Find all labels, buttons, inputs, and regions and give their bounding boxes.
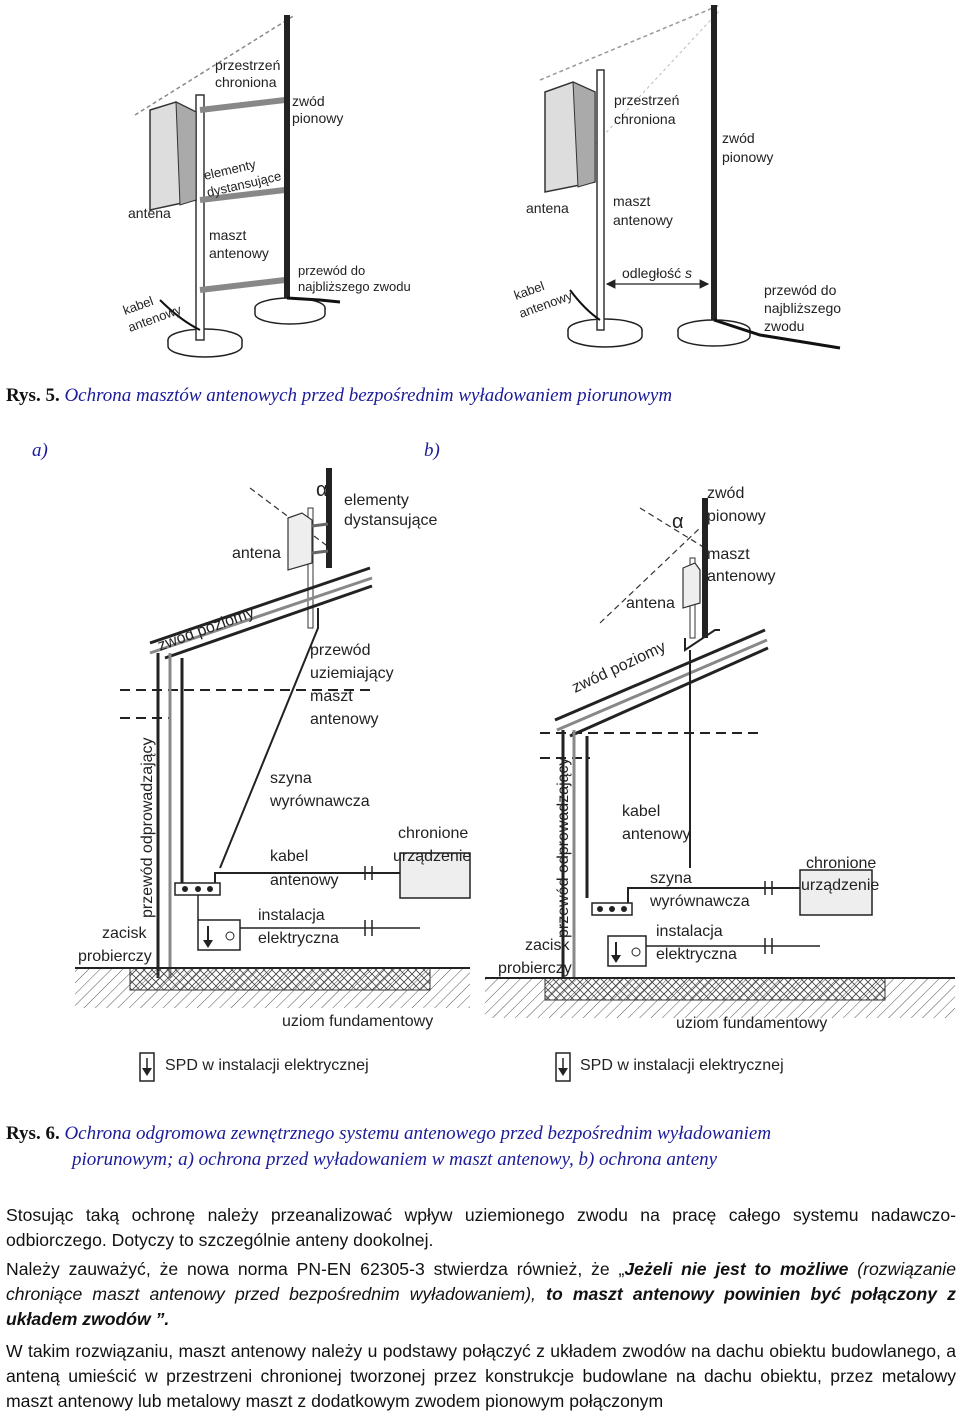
fig6b-maszt-1: maszt (707, 546, 750, 563)
fig5-left-drawing: przestrzeń chroniona zwód pionowy elemen… (121, 14, 411, 358)
fig6a-przewod-3: maszt (310, 688, 353, 705)
fig5-right-odleglosc-word: odległość (622, 265, 681, 281)
fig6a-przewod-4: antenowy (310, 711, 379, 728)
fig6a-szyna-2: wyrównawcza (269, 793, 370, 810)
fig6b-kabel-2: antenowy (622, 826, 691, 843)
fig6b-instalacja-1: instalacja (656, 923, 723, 940)
fig5-right-przestrzen-2: chroniona (614, 111, 676, 127)
fig6a-chronione-2: urządzenie (393, 848, 471, 865)
fig6a-antena: antena (232, 545, 281, 562)
fig5-left-zwod-1: zwód (292, 93, 325, 109)
figure-6-drawing: α elementy dystansujące antena zwód pozi… (75, 468, 955, 1082)
fig6b-przewod-odprowadzajacy: przewód odprowadzający (555, 757, 572, 938)
figure-5-caption-text: Ochrona masztów antenowych przed bezpośr… (64, 385, 673, 406)
figure-5-caption: Rys. 5. Ochrona masztów antenowych przed… (6, 385, 672, 407)
fig6a-chronione-1: chronione (398, 825, 468, 842)
fig6a-zacisk-2: probierczy (78, 948, 152, 965)
fig5-right-przewod-1: przewód do (764, 282, 837, 298)
fig6b-drawing: zwód pionowy α maszt antenowy antena zwó… (485, 485, 955, 1082)
fig6b-instalacja-2: elektryczna (656, 946, 737, 963)
fig6b-alpha: α (672, 511, 684, 533)
fig6a-drawing: α elementy dystansujące antena zwód pozi… (75, 468, 471, 1082)
fig5-left-przewod-2: najbliższego zwodu (298, 279, 411, 294)
fig5-left-maszt-1: maszt (209, 227, 246, 243)
figure-5-caption-number: Rys. 5. (6, 385, 60, 406)
figure-6-caption-line-2: piorunowym; a) ochrona przed wyładowanie… (72, 1149, 718, 1170)
body-paragraph-3: W takim rozwiązaniu, maszt antenowy nale… (6, 1341, 956, 1411)
fig6a-kabel-1: kabel (270, 848, 308, 865)
figure-6-caption-number: Rys. 6. (6, 1123, 60, 1144)
fig6b-zwod-1: zwód (707, 485, 744, 502)
fig6a-elementy-1: elementy (344, 492, 409, 509)
fig6b-antena: antena (626, 595, 675, 612)
fig5-left-zwod-2: pionowy (292, 110, 343, 126)
fig5-left-przestrzen-1: przestrzeń (215, 57, 280, 73)
fig6b-zacisk-1: zacisk (525, 937, 570, 954)
body-paragraph-2-intro: Należy zauważyć, że nowa norma PN-EN 623… (6, 1259, 625, 1279)
figure-6-label-a: a) (32, 440, 48, 461)
fig6a-zacisk-1: zacisk (102, 925, 147, 942)
fig5-left-antena: antena (128, 205, 171, 221)
fig6b-uziom: uziom fundamentowy (676, 1015, 827, 1032)
body-paragraph-2-italic: (rozwiązanie chroniące maszt antenowy pr… (6, 1259, 956, 1304)
fig6b-chronione-2: urządzenie (801, 877, 879, 894)
figure-6-caption: Rys. 6. Ochrona odgromowa zewnętrznego s… (6, 1123, 771, 1145)
fig5-left-przewod-1: przewód do (298, 263, 365, 278)
fig6a-zwod-poziomy: zwód poziomy (156, 604, 257, 655)
fig6b-chronione-1: chronione (806, 855, 876, 872)
fig6a-uziom: uziom fundamentowy (282, 1013, 433, 1030)
body-paragraph-2-emphasis-1: Jeżeli nie jest to możliwe (624, 1259, 849, 1279)
fig6b-kabel-1: kabel (622, 803, 660, 820)
fig6b-szyna-2: wyrównawcza (649, 893, 750, 910)
fig5-right-antena: antena (526, 200, 569, 216)
body-paragraph-1: Stosując taką ochronę należy przeanalizo… (6, 1205, 956, 1250)
figure-5-drawing: przestrzeń chroniona zwód pionowy elemen… (121, 4, 841, 358)
fig5-right-odleglosc: odległość s (622, 265, 692, 281)
fig6a-alpha: α (316, 479, 328, 501)
fig5-left-przestrzen-2: chroniona (215, 74, 277, 90)
fig5-right-przewod-3: zwodu (764, 318, 804, 334)
body-paragraph-2-close: ”. (150, 1309, 170, 1329)
fig5-right-odleglosc-var: s (685, 265, 692, 281)
fig6a-kabel-2: antenowy (270, 872, 339, 889)
body-paragraph-2-emphasis-2: to maszt antenowy powinien być połączony… (6, 1284, 956, 1329)
fig5-right-przestrzen-1: przestrzeń (614, 92, 679, 108)
fig5-right-maszt-2: antenowy (613, 212, 673, 228)
fig6b-zwod-2: pionowy (707, 508, 766, 525)
figure-6-caption-cont: piorunowym; a) ochrona przed wyładowanie… (72, 1149, 717, 1171)
fig5-right-maszt-1: maszt (613, 193, 650, 209)
fig6b-szyna-1: szyna (650, 870, 692, 887)
figure-6-label-b: b) (424, 440, 440, 461)
fig6b-spd: SPD w instalacji elektrycznej (580, 1057, 784, 1074)
fig6a-przewod-1: przewód (310, 642, 370, 659)
fig6a-instalacja-1: instalacja (258, 907, 325, 924)
fig5-right-drawing: przestrzeń chroniona zwód pionowy antena… (512, 4, 841, 350)
fig6b-maszt-2: antenowy (707, 568, 776, 585)
figure-6-caption-line-1: Ochrona odgromowa zewnętrznego systemu a… (64, 1123, 772, 1144)
fig5-right-przewod-2: najbliższego (764, 300, 841, 316)
fig6a-spd: SPD w instalacji elektrycznej (165, 1057, 369, 1074)
body-paragraph-2: Należy zauważyć, że nowa norma PN-EN 623… (6, 1257, 956, 1332)
fig5-right-zwod-1: zwód (722, 130, 755, 146)
fig6a-przewod-2: uziemiający (310, 665, 394, 682)
fig5-right-zwod-2: pionowy (722, 149, 773, 165)
fig6a-szyna-1: szyna (270, 770, 312, 787)
fig6b-zacisk-2: probierczy (498, 960, 572, 977)
fig6a-przewod-odprowadzajacy: przewód odprowadzający (139, 737, 156, 918)
fig6a-elementy-2: dystansujące (344, 512, 437, 529)
fig6a-instalacja-2: elektryczna (258, 930, 339, 947)
fig5-left-maszt-2: antenowy (209, 245, 269, 261)
